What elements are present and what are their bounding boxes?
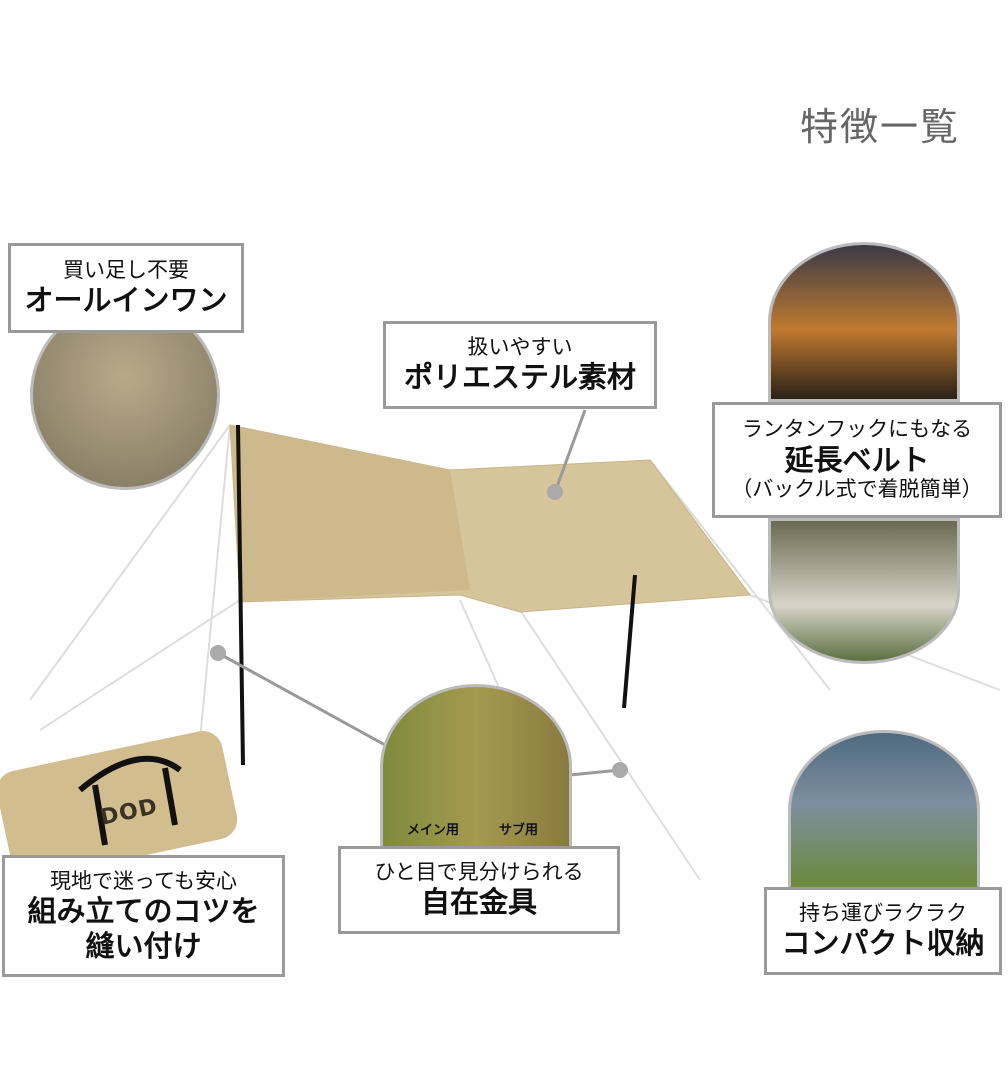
feature-assembly-tips: 現地で迷っても安心 組み立てのコツを 縫い付け xyxy=(2,855,285,977)
feature-compact-storage: 持ち運びラクラク コンパクト収納 xyxy=(764,887,1002,975)
pole-left xyxy=(236,424,245,766)
photo-tarp-with-tent xyxy=(768,518,960,664)
feature-polyester: 扱いやすい ポリエステル素材 xyxy=(383,321,657,409)
pole-right xyxy=(622,574,637,709)
carry-bag xyxy=(0,731,238,879)
photo-night-tarp xyxy=(768,242,960,402)
label-sub-use: サブ用 xyxy=(499,823,539,838)
feature-all-in-one: 買い足し不要 オールインワン xyxy=(8,243,244,333)
photo-self-tensioners: メイン用 サブ用 xyxy=(380,684,572,850)
label-main-use: メイン用 xyxy=(407,823,460,838)
feature-extension-belt: ランタンフックにもなる 延長ベルト （バックル式で着脱簡単） xyxy=(712,402,1002,518)
feature-self-tensioner: ひと目で見分けられる 自在金具 xyxy=(338,846,620,934)
page-title: 特徴一覧 xyxy=(800,105,961,149)
photo-compact-bag xyxy=(788,730,980,890)
